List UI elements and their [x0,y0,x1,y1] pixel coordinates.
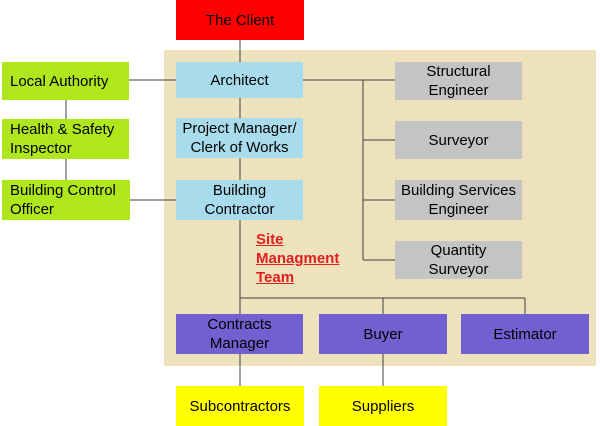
buyer-label: Buyer [363,325,403,343]
health-safety-line-2: Inspector [10,140,72,157]
structural-engineer-line-2: Engineer [428,82,489,99]
subcontractors-box: Subcontractors [176,386,304,426]
quantity-surveyor-line-1: Quantity [430,242,487,259]
building-control-line-1: Building Control [10,182,116,199]
architect-box: Architect [176,62,303,98]
local-authority-label: Local Authority [10,72,109,90]
building-contractor-box: Building Contractor [176,180,303,220]
building-services-line-2: Engineer [428,201,489,218]
building-contractor-line-2: Contractor [204,201,275,218]
quantity-surveyor-line-2: Surveyor [428,261,489,278]
suppliers-box: Suppliers [319,386,447,426]
health-safety-box: Health & Safety Inspector [2,119,129,159]
project-manager-box: Project Manager/ Clerk of Works [176,118,303,158]
subcontractors-label: Subcontractors [189,397,291,415]
structural-engineer-box: Structural Engineer [395,62,522,100]
building-services-line-1: Building Services [400,182,517,199]
building-control-box: Building Control Officer [2,180,130,220]
suppliers-label: Suppliers [351,397,415,415]
site-team-line-3: Team [256,269,295,286]
contracts-manager-line-2: Manager [209,335,270,352]
contracts-manager-line-1: Contracts [207,316,272,333]
project-manager-line-1: Project Manager/ [182,120,297,137]
site-team-line-2: Managment [256,250,340,267]
local-authority-box: Local Authority [2,62,129,100]
surveyor-label: Surveyor [428,131,489,149]
estimator-label: Estimator [493,325,557,343]
site-team-line-1: Site [256,231,284,248]
quantity-surveyor-box: Quantity Surveyor [395,241,522,279]
project-manager-line-2: Clerk of Works [190,139,289,156]
contracts-manager-box: Contracts Manager [176,314,303,354]
estimator-box: Estimator [461,314,589,354]
architect-label: Architect [210,71,269,89]
health-safety-line-1: Health & Safety [10,121,115,138]
surveyor-box: Surveyor [395,121,522,159]
building-contractor-line-1: Building [212,182,267,199]
buyer-box: Buyer [319,314,447,354]
structural-engineer-line-1: Structural [426,63,491,80]
site-management-team-label: Site Managment Team [256,230,339,287]
client-label: The Client [205,11,275,29]
building-services-box: Building Services Engineer [395,180,522,220]
client-box: The Client [176,0,304,40]
building-control-line-2: Officer [10,201,54,218]
